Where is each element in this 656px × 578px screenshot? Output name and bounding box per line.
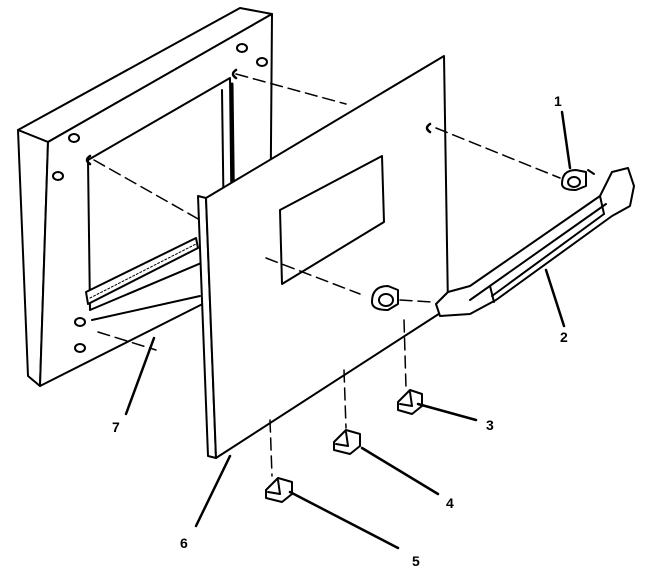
leader-5 [288, 490, 400, 550]
door-panel [197, 55, 449, 459]
clip-4 [333, 429, 361, 455]
leader-2 [544, 268, 566, 328]
handle-bar [435, 167, 635, 317]
leader-lines [124, 110, 572, 550]
frame-hole-icon [74, 317, 86, 327]
handle-mount-bottom [371, 285, 399, 311]
callout-labels: 1 2 3 4 5 6 7 [112, 93, 568, 569]
callout-4: 4 [446, 495, 454, 511]
frame-hole-icon [68, 133, 80, 143]
leader-7 [124, 336, 156, 416]
leader-6 [194, 454, 232, 528]
frame-hole-icon [74, 343, 86, 353]
leader-4 [360, 446, 440, 496]
callout-3: 3 [486, 417, 494, 433]
assembly-lines [93, 73, 561, 477]
frame-hole-icon [52, 171, 64, 181]
frame-bottom-rail [85, 237, 199, 305]
frame-hole-icon [256, 57, 268, 67]
callout-6: 6 [180, 535, 188, 551]
callout-7: 7 [112, 419, 120, 435]
leader-1 [560, 110, 572, 170]
door-handle [435, 167, 635, 317]
callout-2: 2 [560, 329, 568, 345]
clip-3 [397, 389, 423, 415]
clip-5 [265, 477, 293, 503]
callout-5: 5 [412, 553, 420, 569]
handle-mount-top [561, 169, 595, 191]
panel-window [279, 155, 385, 285]
frame-hole-icon [236, 43, 248, 53]
callout-1: 1 [554, 93, 562, 109]
leader-3 [416, 402, 478, 422]
